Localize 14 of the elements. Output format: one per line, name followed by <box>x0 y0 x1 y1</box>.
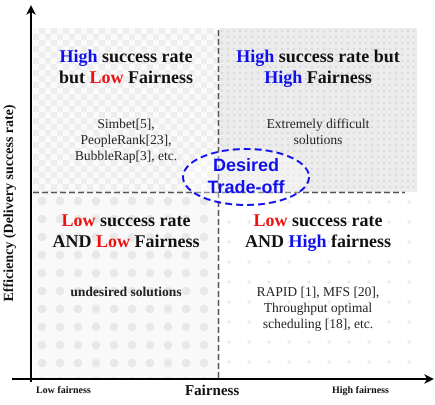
quadrant-heading: High success rate but High Fairness <box>235 46 401 88</box>
axis-title: Efficiency (Delivery success rate) <box>2 103 18 304</box>
axis-title: Fairness <box>185 383 240 400</box>
quadrant-heading: High success rate but Low Fairness <box>58 46 194 88</box>
quadrant-heading: Low success rate AND Low Fairness <box>51 210 200 252</box>
axis-end-label: Low fairness <box>36 385 91 396</box>
quadrant-heading: Low success rate AND High fairness <box>244 210 392 252</box>
quadrant-text: Simbet[5], PeopleRank[23], BubbleRap[3], etc. <box>74 116 178 164</box>
quadrant-panel <box>33 192 219 378</box>
highlight-ellipse <box>181 147 311 207</box>
ellipse-label: Desired Trade-off <box>206 154 286 198</box>
quadrant-text: undesired solutions <box>69 284 183 300</box>
quadrant-text: RAPID [1], MFS [20], Throughput optimal scheduling [18], etc. <box>256 284 380 332</box>
quadrant-text: Extremely difficult solutions <box>266 116 370 148</box>
